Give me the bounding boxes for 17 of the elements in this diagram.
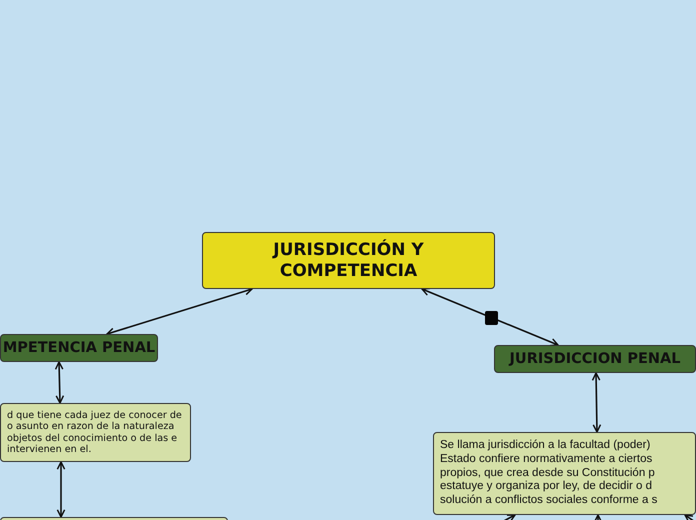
title-box (202, 232, 495, 289)
text-box (433, 432, 696, 515)
topic-box (494, 345, 696, 373)
arrow (56, 461, 66, 518)
arrow (594, 514, 602, 520)
text-box (0, 403, 191, 462)
arrow (421, 288, 559, 346)
arrow (684, 514, 696, 520)
description-text: d que tiene cada juez de conocer de o asunto en razon de la naturaleza objetos del conocimiento o de las e intervienen en el. (7, 410, 183, 456)
arrow (54, 361, 64, 404)
description-text: Se llama jurisdicción a la facultad (poder) Estado confiere normativamente a ciertos propios, que crea desde su Constitución p estatuye y organiza por ley, de decidir o d solución a conflictos sociales conforme a s (440, 439, 658, 508)
heading-text: JURISDICCIÓN Y COMPETENCIA (271, 240, 425, 281)
arrow (106, 286, 253, 336)
topic-box (0, 334, 158, 362)
arrow (592, 372, 602, 433)
heading-text: MPETENCIA PENAL (2, 340, 156, 356)
heading-text: JURISDICCION PENAL (510, 351, 680, 367)
